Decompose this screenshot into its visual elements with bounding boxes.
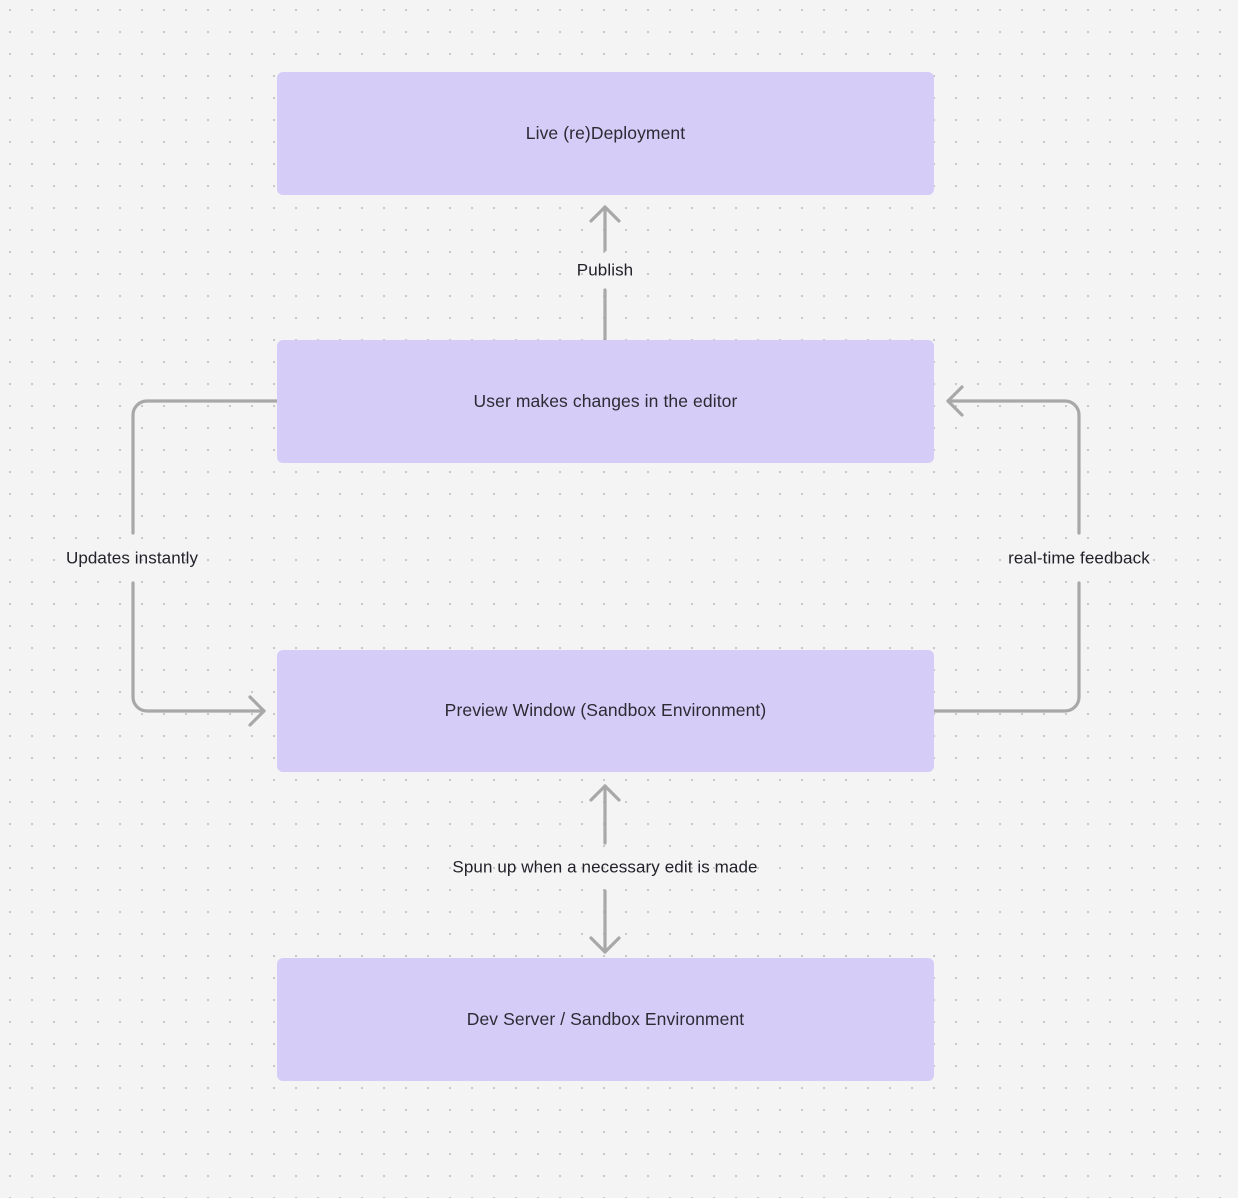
node-user-makes-changes[interactable]: User makes changes in the editor <box>277 340 934 463</box>
node-label: Dev Server / Sandbox Environment <box>466 1008 745 1029</box>
node-dev-server[interactable]: Dev Server / Sandbox Environment <box>277 958 934 1081</box>
node-preview-window[interactable]: Preview Window (Sandbox Environment) <box>277 650 934 772</box>
node-label: Live (re)Deployment <box>525 122 686 143</box>
node-label: User makes changes in the editor <box>473 390 738 411</box>
edge-label-real-time-feedback: real-time feedback <box>1008 548 1150 568</box>
edge-label-updates-instantly: Updates instantly <box>65 548 199 568</box>
node-live-redeployment[interactable]: Live (re)Deployment <box>277 72 934 195</box>
edge-label-publish: Publish <box>576 260 634 280</box>
node-label: Preview Window (Sandbox Environment) <box>444 700 767 721</box>
edge-label-spun-up: Spun up when a necessary edit is made <box>452 857 758 877</box>
